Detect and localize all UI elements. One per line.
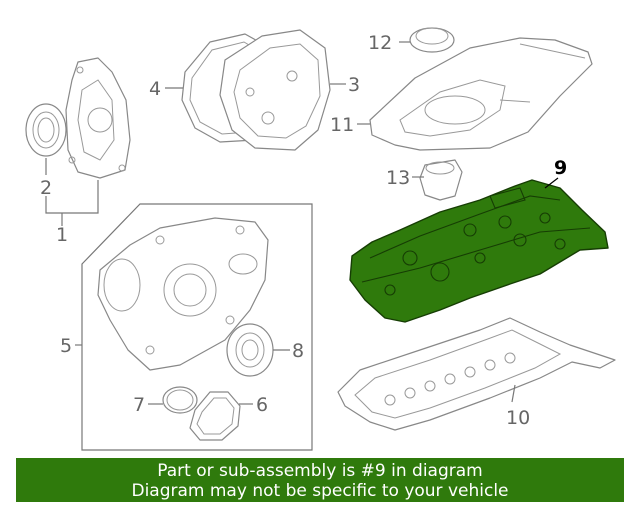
callout-4: 4 [149,78,161,100]
callout-8: 8 [292,340,304,362]
seal-part-2 [25,103,67,157]
callout-3: 3 [348,74,360,96]
callout-13: 13 [386,167,410,189]
breather-part-13 [419,159,463,201]
callout-11: 11 [330,114,354,136]
callout-12: 12 [368,32,392,54]
rear-housing-part-5 [97,217,269,371]
gasket-part-10 [337,317,616,431]
valve-cover-part-9 [349,179,609,323]
engine-cover-part-11 [369,37,593,151]
callout-6: 6 [256,394,268,416]
notice-banner: Part or sub-assembly is #9 in diagram Di… [16,458,624,502]
notice-line-1: Part or sub-assembly is #9 in diagram [157,461,483,481]
group-box-part-5 [81,203,313,451]
callout-10: 10 [506,407,530,429]
callout-2: 2 [40,177,52,199]
callout-5: 5 [60,335,72,357]
housing-part-3 [219,29,331,151]
oil-cap-part-12 [409,27,455,53]
callout-7: 7 [133,394,145,416]
leader-lines [45,41,559,405]
o-ring-part-7 [162,386,198,414]
seal-part-8 [226,323,274,377]
gasket-part-6 [189,391,241,441]
callout-9: 9 [554,157,567,179]
callout-1: 1 [56,224,68,246]
front-cover-part-1 [65,57,131,179]
parts-diagram: 1 2 3 4 5 6 7 8 9 10 11 12 13 [25,27,616,451]
notice-line-2: Diagram may not be specific to your vehi… [131,481,509,501]
